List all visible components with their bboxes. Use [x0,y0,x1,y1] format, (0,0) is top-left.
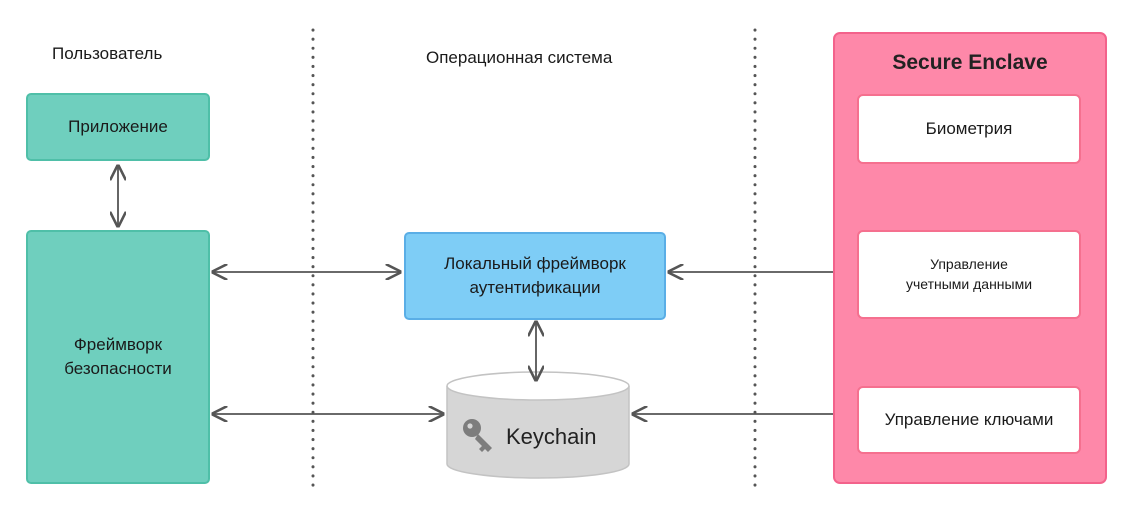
keychain-label: Keychain [506,424,597,449]
column-title-user: Пользователь [52,44,163,63]
key-management-box: Управление ключами [857,386,1081,454]
credentials-management-box: Управление учетными данными [857,230,1081,319]
column-title-os: Операционная система [426,48,613,67]
app-box: Приложение [26,93,210,161]
security-framework-box: Фреймворк безопасности [26,230,210,484]
secure-enclave-title: Secure Enclave [892,51,1048,74]
local-auth-framework-box: Локальный фреймворк аутентификации [404,232,666,320]
key-icon [463,419,492,452]
biometry-box: Биометрия [857,94,1081,164]
keychain-cylinder [446,371,630,479]
